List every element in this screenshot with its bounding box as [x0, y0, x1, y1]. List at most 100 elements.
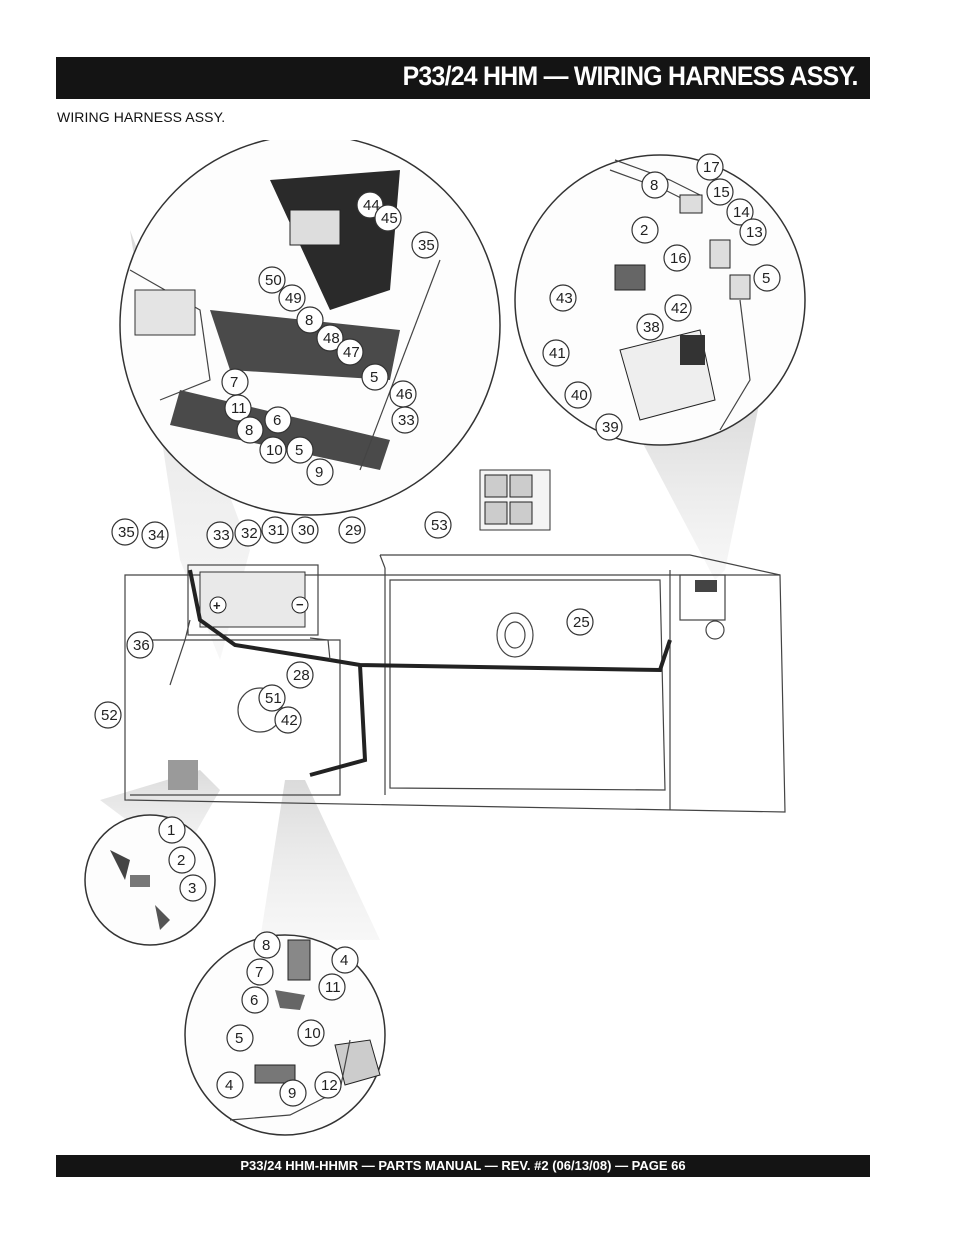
svg-text:40: 40 — [571, 387, 588, 404]
detail-circle-top-right — [514, 154, 806, 446]
svg-text:52: 52 — [101, 707, 118, 724]
svg-text:7: 7 — [230, 374, 238, 391]
callout-5-tr: 5 — [753, 264, 781, 292]
callout-11-bt: 11 — [318, 973, 346, 1001]
svg-text:25: 25 — [573, 614, 590, 631]
svg-text:34: 34 — [148, 527, 165, 544]
callout-53: 53 — [424, 511, 452, 539]
callout-3: 3 — [179, 874, 207, 902]
svg-text:42: 42 — [281, 712, 298, 729]
svg-text:41: 41 — [549, 345, 566, 362]
callout-39: 39 — [595, 413, 623, 441]
callout-5-a: 5 — [361, 363, 389, 391]
wiring-harness-diagram: + − — [84, 140, 806, 1136]
svg-text:11: 11 — [325, 979, 341, 996]
svg-text:5: 5 — [295, 442, 303, 459]
callout-6-bt: 6 — [241, 986, 269, 1014]
svg-text:42: 42 — [671, 300, 688, 317]
svg-text:35: 35 — [418, 237, 435, 254]
svg-text:4: 4 — [340, 952, 348, 969]
callout-46: 46 — [389, 380, 417, 408]
svg-text:32: 32 — [241, 525, 258, 542]
callout-8-a: 8 — [296, 306, 324, 334]
svg-text:2: 2 — [177, 852, 185, 869]
callout-1: 1 — [158, 816, 186, 844]
svg-text:49: 49 — [285, 290, 302, 307]
callouts-detail-top-left: 44 45 35 50 49 8 48 47 5 46 33 7 11 8 6 … — [221, 191, 439, 486]
callout-38: 38 — [636, 313, 664, 341]
callout-14: 14 — [726, 198, 754, 226]
callouts-detail-top-right: 8 17 15 2 16 14 13 5 43 42 38 41 40 39 — [542, 153, 781, 441]
svg-text:39: 39 — [602, 419, 619, 436]
svg-text:15: 15 — [713, 184, 730, 201]
svg-text:47: 47 — [343, 344, 360, 361]
svg-text:31: 31 — [268, 522, 285, 539]
callout-45: 45 — [374, 204, 402, 232]
callout-35-detail: 35 — [411, 231, 439, 259]
svg-text:35: 35 — [118, 524, 135, 541]
svg-text:36: 36 — [133, 637, 150, 654]
svg-text:10: 10 — [304, 1025, 321, 1042]
svg-text:43: 43 — [556, 290, 573, 307]
callout-33-detail: 33 — [391, 406, 419, 434]
svg-text:29: 29 — [345, 522, 362, 539]
callout-11: 11 — [224, 394, 252, 422]
svg-text:6: 6 — [273, 412, 281, 429]
svg-text:9: 9 — [315, 464, 323, 481]
svg-text:5: 5 — [370, 369, 378, 386]
callout-4-a: 4 — [331, 946, 359, 974]
callout-50: 50 — [258, 266, 286, 294]
callout-8-b: 8 — [236, 416, 264, 444]
callout-36: 36 — [126, 631, 154, 659]
svg-text:17: 17 — [703, 159, 720, 176]
callout-30: 30 — [291, 516, 319, 544]
callout-13: 13 — [739, 218, 767, 246]
svg-text:10: 10 — [266, 442, 283, 459]
callout-43: 43 — [549, 284, 577, 312]
callout-28: 28 — [286, 661, 314, 689]
svg-text:46: 46 — [396, 386, 413, 403]
svg-text:7: 7 — [255, 964, 263, 981]
callout-25: 25 — [566, 608, 594, 636]
svg-text:8: 8 — [262, 937, 270, 954]
svg-text:2: 2 — [640, 222, 648, 239]
section-subtitle: WIRING HARNESS ASSY. — [57, 109, 226, 125]
callouts-detail-bottom: 8 4 7 11 6 10 5 9 4 12 — [216, 931, 359, 1107]
svg-text:48: 48 — [323, 330, 340, 347]
svg-text:53: 53 — [431, 517, 448, 534]
callout-2: 2 — [168, 846, 196, 874]
svg-text:13: 13 — [746, 224, 763, 241]
svg-text:8: 8 — [305, 312, 313, 329]
svg-text:30: 30 — [298, 522, 315, 539]
svg-text:12: 12 — [321, 1077, 338, 1094]
callout-9: 9 — [306, 458, 334, 486]
footer-bar: P33/24 HHM-HHMR — PARTS MANUAL — REV. #2… — [56, 1155, 870, 1177]
callout-34: 34 — [141, 521, 169, 549]
svg-text:51: 51 — [265, 690, 282, 707]
callout-33: 33 — [206, 521, 234, 549]
callout-15: 15 — [706, 178, 734, 206]
svg-text:1: 1 — [167, 822, 175, 839]
callout-40: 40 — [564, 381, 592, 409]
callout-52: 52 — [94, 701, 122, 729]
callout-4-b: 4 — [216, 1071, 244, 1099]
callout-10: 10 — [259, 436, 287, 464]
svg-text:50: 50 — [265, 272, 282, 289]
callouts-detail-small: 1 2 3 — [158, 816, 207, 902]
callout-6: 6 — [264, 406, 292, 434]
callout-7: 7 — [221, 368, 249, 396]
callout-8-bt: 8 — [253, 931, 281, 959]
svg-text:8: 8 — [650, 177, 658, 194]
svg-text:33: 33 — [213, 527, 230, 544]
svg-text:−: − — [296, 597, 304, 612]
svg-text:5: 5 — [762, 270, 770, 287]
callout-9-bt: 9 — [279, 1079, 307, 1107]
callout-47: 47 — [336, 338, 364, 366]
callout-42-main: 42 — [274, 706, 302, 734]
svg-text:4: 4 — [225, 1077, 233, 1094]
callout-7-bt: 7 — [246, 958, 274, 986]
footer-text: P33/24 HHM-HHMR — PARTS MANUAL — REV. #2… — [240, 1158, 686, 1173]
svg-text:33: 33 — [398, 412, 415, 429]
svg-text:3: 3 — [188, 880, 196, 897]
header-bar: P33/24 HHM — WIRING HARNESS ASSY. — [56, 57, 870, 99]
